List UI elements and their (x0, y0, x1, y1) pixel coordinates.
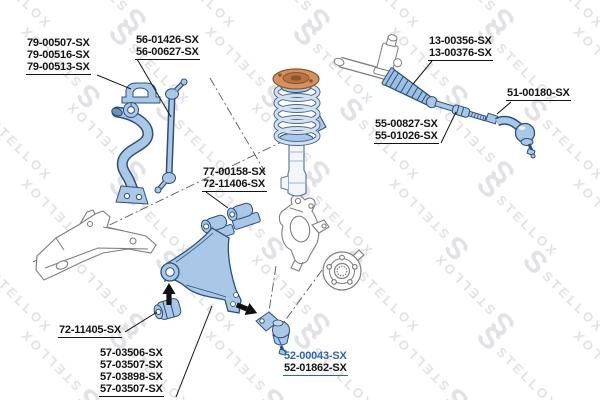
part-number: 79-00507-SX (27, 37, 90, 49)
stabilizer-clamp-drawing (121, 82, 161, 104)
assembly-axis-lines (32, 77, 323, 323)
label-inner-tie-rod: 55-00827-SX 55-01026-SX (374, 118, 439, 144)
subframe-drawing (35, 209, 157, 281)
strut-top-mount-drawing (272, 68, 320, 90)
part-number: 55-00827-SX (375, 118, 438, 130)
steering-knuckle-drawing (278, 194, 330, 272)
label-tie-rod-end: 51-00180-SX (506, 87, 571, 101)
part-number: 57-03898-SX (100, 371, 163, 383)
label-ball-joint: 52-00043-SX 52-01862-SX (283, 350, 348, 376)
part-number: 56-00627-SX (136, 46, 199, 58)
up-arrow-icon (162, 283, 176, 305)
wheel-hub-drawing (322, 249, 365, 291)
tie-rod-end-drawing (485, 112, 536, 159)
ball-joint-drawing (255, 311, 290, 356)
label-steering-boot-kit: 13-00356-SX 13-00376-SX (428, 35, 493, 61)
inner-tie-rod-drawing (425, 96, 487, 122)
part-number: 13-00356-SX (429, 35, 492, 47)
label-stabilizer-bushing-kit: 79-00507-SX 79-00516-SX 79-00513-SX (26, 37, 91, 75)
part-number: 56-01426-SX (136, 34, 199, 46)
part-number: 55-01026-SX (375, 130, 438, 142)
part-number: 57-03506-SX (100, 347, 163, 359)
stabilizer-bushing-drawing (123, 102, 139, 118)
coil-spring-drawing (273, 82, 321, 146)
part-number: 79-00513-SX (27, 61, 90, 73)
label-stabilizer-link: 56-01426-SX 56-00627-SX (135, 34, 200, 60)
part-number: 57-03507-SX (100, 383, 163, 395)
stabilizer-bar-drawing (111, 106, 154, 205)
control-arm-drawing (160, 227, 242, 314)
part-number: 52-01862-SX (284, 362, 347, 374)
part-number: 13-00376-SX (429, 47, 492, 59)
leader-line-ball-joint (277, 337, 286, 353)
right-arrow-icon (235, 302, 258, 316)
stabilizer-link-drawing (154, 78, 188, 194)
part-number: 79-00516-SX (27, 49, 90, 61)
part-number: 57-03507-SX (100, 359, 163, 371)
label-arm-rear-bushing: 77-00158-SX 72-11406-SX (202, 166, 267, 192)
part-number: 51-00180-SX (507, 87, 570, 99)
label-arm-front-bushing: 72-11405-SX (58, 324, 123, 338)
steering-boot-drawing (381, 67, 432, 106)
part-number: 77-00158-SX (203, 166, 266, 178)
part-number: 72-11406-SX (203, 178, 266, 190)
label-control-arm: 57-03506-SX 57-03507-SX 57-03898-SX 57-0… (99, 347, 164, 397)
leader-lines (96, 58, 512, 398)
strut-assembly-drawing (272, 68, 327, 197)
part-number: 72-11405-SX (59, 324, 122, 336)
part-number-link[interactable]: 52-00043-SX (284, 350, 347, 362)
